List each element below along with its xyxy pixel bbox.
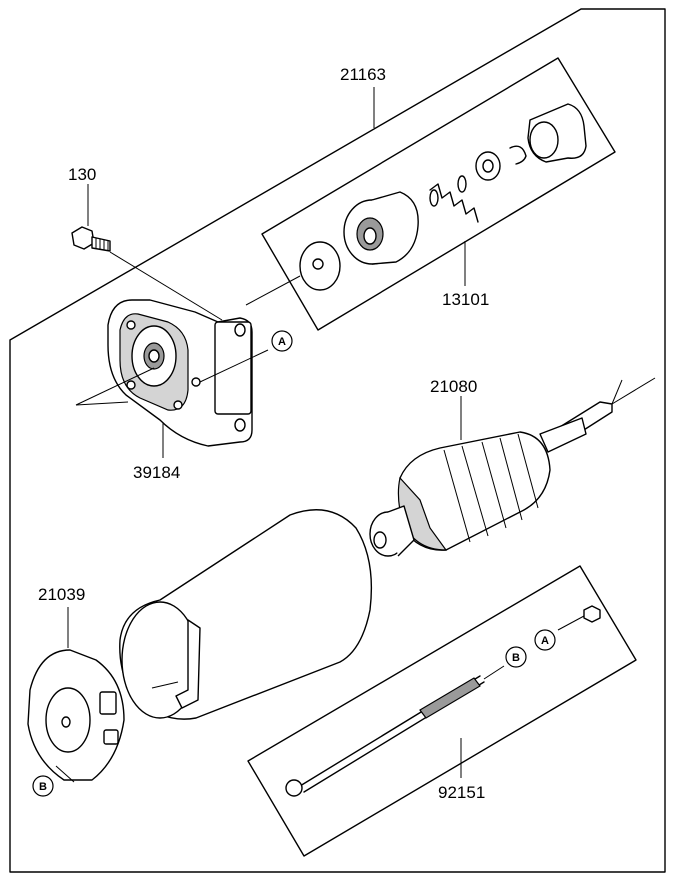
callout-92151: 92151 bbox=[438, 783, 485, 802]
callout-130: 130 bbox=[68, 165, 96, 184]
callout-21080: 21080 bbox=[430, 377, 477, 396]
callout-21163: 21163 bbox=[340, 65, 386, 84]
yoke-housing bbox=[119, 509, 373, 720]
callout-21039: 21039 bbox=[38, 585, 85, 604]
armature-21080 bbox=[369, 377, 656, 557]
assembly-frame bbox=[9, 8, 666, 873]
through-bolt-92151 bbox=[285, 665, 505, 797]
nut-part bbox=[557, 605, 601, 631]
svg-text:A: A bbox=[278, 336, 286, 348]
svg-text:B: B bbox=[512, 652, 520, 664]
pinion-assembly-13101 bbox=[245, 103, 587, 306]
bolt-130 bbox=[71, 226, 223, 321]
callout-13101: 13101 bbox=[442, 290, 489, 309]
svg-text:A: A bbox=[541, 635, 549, 647]
reference-a-bracket: A bbox=[271, 330, 293, 352]
reference-b-cover: B bbox=[32, 775, 54, 797]
pinion-group-frame bbox=[261, 57, 616, 331]
svg-text:B: B bbox=[39, 781, 47, 793]
through-bolt-group-frame bbox=[247, 565, 637, 857]
callout-39184: 39184 bbox=[133, 463, 180, 482]
reference-a-rod: A bbox=[534, 629, 556, 651]
rear-cover-21039 bbox=[27, 649, 125, 783]
drive-end-bracket-39184 bbox=[75, 299, 269, 447]
reference-b-rod: B bbox=[505, 646, 527, 668]
